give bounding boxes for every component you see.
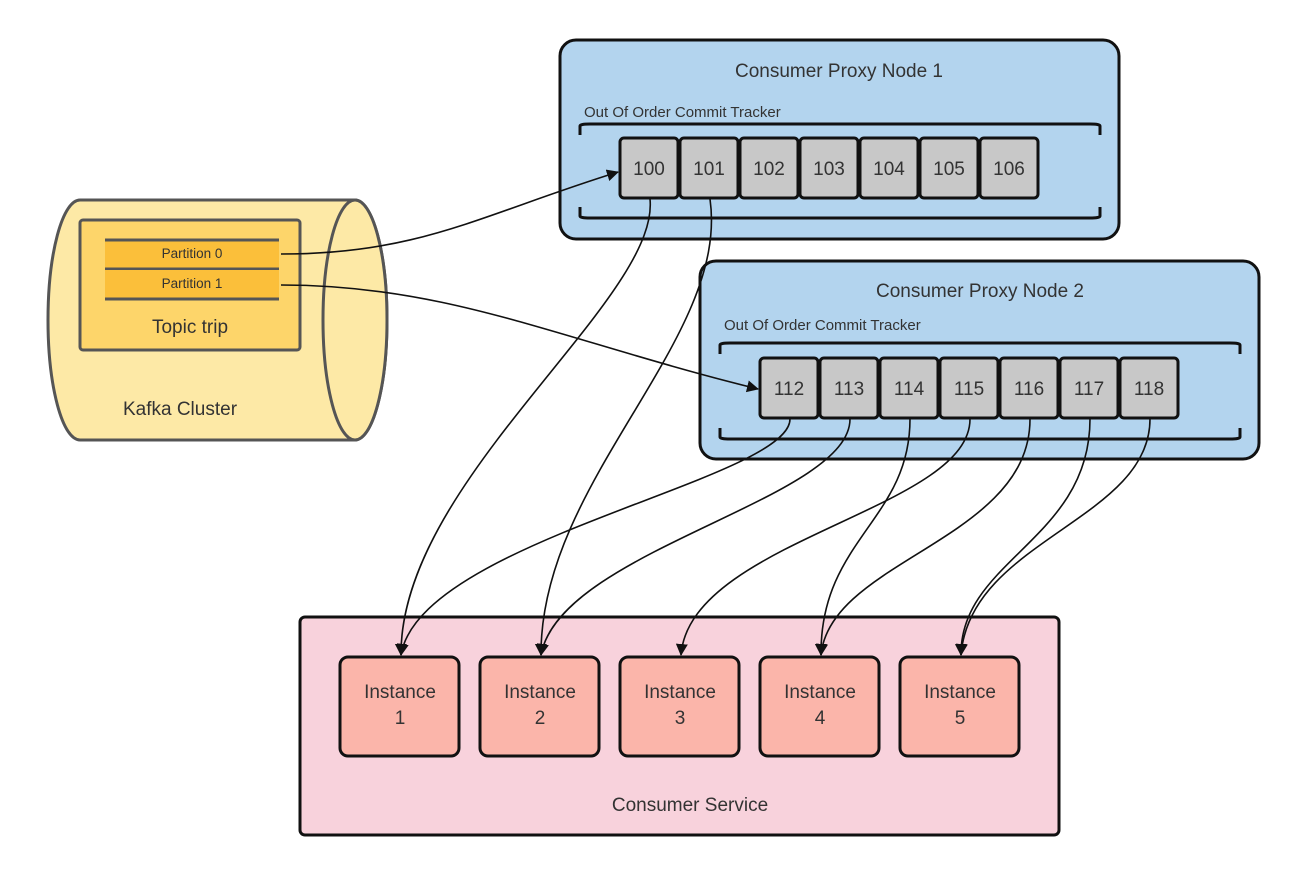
arrow-offset113-to-instance2 <box>537 418 851 656</box>
offset-label: 114 <box>894 379 925 400</box>
offset-cell: 115 <box>938 356 1000 420</box>
offset-cell: 103 <box>798 136 860 200</box>
partition-0: Partition 0 <box>105 238 279 271</box>
instance-4: Instance 4 <box>758 655 881 758</box>
instance-1-label: Instance <box>364 682 436 703</box>
offset-cell-rect <box>998 356 1060 420</box>
offset-label: 115 <box>954 379 984 400</box>
consumer-service-label: Consumer Service <box>612 795 768 816</box>
arrow-partition0-to-offset100 <box>280 169 619 255</box>
offset-cell-rect <box>738 136 800 200</box>
offset-cell-rect <box>1118 356 1180 420</box>
offset-cell-rect <box>1058 356 1120 420</box>
instance-5: Instance 5 <box>898 655 1021 758</box>
instance-5-rect <box>898 655 1021 758</box>
offset-cell: 113 <box>818 356 880 420</box>
partition-1-label: Partition 1 <box>162 276 223 291</box>
offset-cell-rect <box>618 136 680 200</box>
instance-4-label: Instance <box>784 682 856 703</box>
offset-label: 104 <box>873 159 905 180</box>
arrow-offset115-to-instance3 <box>675 418 971 656</box>
offset-cell: 104 <box>858 136 920 200</box>
proxy-node-2: Consumer Proxy Node 2 Out Of Order Commi… <box>698 259 1261 461</box>
proxy-node-1: Consumer Proxy Node 1 Out Of Order Commi… <box>558 38 1121 241</box>
arrow-partition1-to-offset112 <box>280 284 759 393</box>
kafka-cluster: Kafka Cluster Topic trip Partition 0 Par… <box>46 198 389 442</box>
arrow-offset116-to-instance4 <box>816 418 1031 656</box>
instance-4-rect <box>758 655 881 758</box>
proxy-node-1-tracker-bracket-bottom <box>578 207 1102 220</box>
offset-label: 112 <box>774 379 804 400</box>
instance-5-number: 5 <box>955 708 966 729</box>
partition-0-rect <box>105 240 279 269</box>
offset-label: 118 <box>1134 379 1164 400</box>
kafka-cylinder-cap <box>321 198 389 442</box>
offset-label: 103 <box>813 159 845 180</box>
offset-cell: 106 <box>978 136 1040 200</box>
offset-label: 102 <box>753 159 785 180</box>
instance-3: Instance 3 <box>618 655 741 758</box>
instance-2-number: 2 <box>535 708 546 729</box>
proxy-node-1-tracker-bracket-top <box>578 122 1102 135</box>
offset-cell: 102 <box>738 136 800 200</box>
instance-3-number: 3 <box>675 708 686 729</box>
offset-cell: 105 <box>918 136 980 200</box>
proxy-node-2-tracker-bracket-bottom <box>718 428 1242 441</box>
offset-cell-rect <box>758 356 820 420</box>
topic-box: Topic trip Partition 0 Partition 1 <box>78 218 302 352</box>
kafka-cluster-label: Kafka Cluster <box>123 399 238 420</box>
offset-cell-rect <box>938 356 1000 420</box>
proxy-node-2-tracker-bracket-top <box>718 341 1242 354</box>
proxy-node-1-title: Consumer Proxy Node 1 <box>735 61 943 82</box>
proxy-node-1-tracker-label: Out Of Order Commit Tracker <box>584 104 781 121</box>
offset-cell-rect <box>978 136 1040 200</box>
offset-cell: 118 <box>1118 356 1180 420</box>
instance-3-rect <box>618 655 741 758</box>
offset-label: 117 <box>1074 379 1104 400</box>
offset-cell-rect <box>818 356 880 420</box>
arrow-offset118-to-instance5 <box>955 418 1151 656</box>
proxy-node-2-tracker-label: Out Of Order Commit Tracker <box>724 317 921 334</box>
offset-cell-rect <box>858 136 920 200</box>
connectors <box>280 169 1151 656</box>
offset-cell: 100 <box>618 136 680 200</box>
arrow-offset101-to-instance2 <box>534 198 713 656</box>
offset-label: 116 <box>1014 379 1044 400</box>
instance-1: Instance 1 <box>338 655 461 758</box>
offset-cell: 112 <box>758 356 820 420</box>
offset-label: 101 <box>693 159 725 180</box>
proxy-node-2-title: Consumer Proxy Node 2 <box>876 281 1084 302</box>
instance-2-rect <box>478 655 601 758</box>
partition-1-rect <box>105 270 279 299</box>
offset-label: 105 <box>933 159 965 180</box>
arrow-offset117-to-instance5 <box>954 418 1091 656</box>
instance-1-number: 1 <box>395 708 406 729</box>
offset-label: 100 <box>633 159 665 180</box>
instance-3-label: Instance <box>644 682 716 703</box>
instance-5-label: Instance <box>924 682 996 703</box>
offset-cell-rect <box>798 136 860 200</box>
consumer-service: Consumer Service Instance 1 Instance 2 I… <box>298 615 1061 837</box>
instance-4-number: 4 <box>815 708 826 729</box>
arrow-offset114-to-instance4 <box>814 418 911 656</box>
instance-2-label: Instance <box>504 682 576 703</box>
offset-cell: 116 <box>998 356 1060 420</box>
offset-cell: 101 <box>678 136 740 200</box>
partition-0-label: Partition 0 <box>162 246 223 261</box>
offset-cell-rect <box>878 356 940 420</box>
offset-cell-rect <box>678 136 740 200</box>
partition-1: Partition 1 <box>105 270 279 301</box>
offset-label: 106 <box>993 159 1025 180</box>
topic-label: Topic trip <box>152 317 228 338</box>
instance-2: Instance 2 <box>478 655 601 758</box>
arrow-offset100-to-instance1 <box>394 198 651 656</box>
offset-cell: 114 <box>878 356 940 420</box>
offset-cell: 117 <box>1058 356 1120 420</box>
arrow-offset112-to-instance1 <box>396 418 791 656</box>
offset-label: 113 <box>834 379 864 400</box>
instance-1-rect <box>338 655 461 758</box>
offset-cell-rect <box>918 136 980 200</box>
